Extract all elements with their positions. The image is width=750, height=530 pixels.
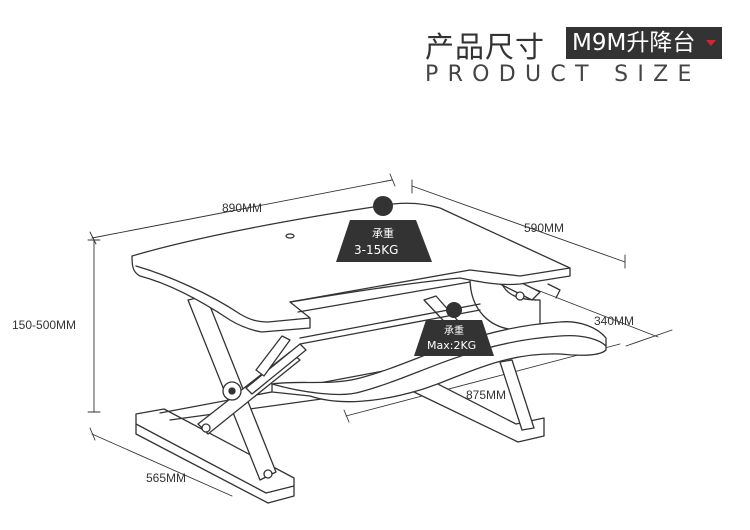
dimension-keyboard-width-label: 875MM <box>466 388 506 402</box>
dimension-keyboard-depth-label: 340MM <box>594 314 634 328</box>
load-keyboard-value: Max:2KG <box>427 339 476 352</box>
dimension-height-label: 150-500MM <box>12 318 76 332</box>
section-title-cn: 产品尺寸 <box>425 30 546 64</box>
dimension-depth-label: 590MM <box>524 221 564 235</box>
section-title-en: PRODUCT SIZE <box>425 62 701 87</box>
weight-icon-top <box>336 196 432 262</box>
load-keyboard-label: 承重 <box>444 324 464 337</box>
load-top-label: 承重 <box>372 226 394 240</box>
dimension-lines <box>87 173 673 497</box>
work-surface <box>131 202 571 333</box>
dimension-base-depth-label: 565MM <box>146 471 186 485</box>
keyboard-tray <box>271 303 607 403</box>
weight-icon-keyboard <box>414 302 494 356</box>
scissor-arms <box>187 295 535 481</box>
load-top-value: 3-15KG <box>354 243 398 257</box>
dimension-width-label: 890MM <box>222 201 262 215</box>
model-badge-label: M9M升降台 <box>572 30 696 56</box>
dropdown-arrow-icon <box>706 40 716 46</box>
model-badge: M9M升降台 <box>566 27 722 59</box>
